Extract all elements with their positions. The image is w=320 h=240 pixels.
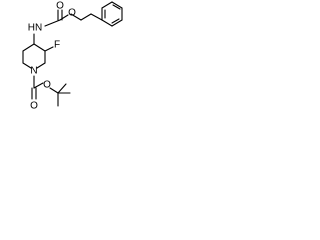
piperidine-bond [33,43,46,52]
piperidine-bond [36,62,46,69]
amide-bond [44,19,61,27]
carbonyl-ester-bond [59,14,69,21]
ch2-bond [80,13,92,21]
benzene-double-bond [111,18,120,24]
boc-ester-o-label: O [43,80,51,91]
fluorine-label: F [54,40,60,51]
benzene-double-bond [112,4,121,10]
molecule-diagram: HN O O F N O O [0,0,128,132]
piperidine-bond [22,62,32,69]
benzyl-bond [90,13,103,21]
structure-svg: HN O O F N O O [22,1,123,112]
boc-carbonyl-o-label: O [30,101,38,112]
carbamate-carbonyl-o-label: O [56,1,64,12]
boc-o-tbu-bond [49,87,59,94]
benzene-bond [111,1,123,9]
benzene-bond [111,19,123,27]
benzene-bond [101,19,113,27]
boc-ester-bond [33,82,44,89]
label-layer: HN O O F N O O [28,1,76,112]
fluorine-bond [44,46,54,52]
tbu-methyl-bond [57,83,67,94]
benzene-bond [101,1,113,9]
ester-o-bond [70,13,82,21]
nh-label: HN [28,23,42,34]
bond-layer [22,1,123,107]
piperidine-bond [22,43,35,52]
carbamate-ester-o-label: O [68,8,76,19]
ring-nitrogen-label: N [30,66,37,77]
